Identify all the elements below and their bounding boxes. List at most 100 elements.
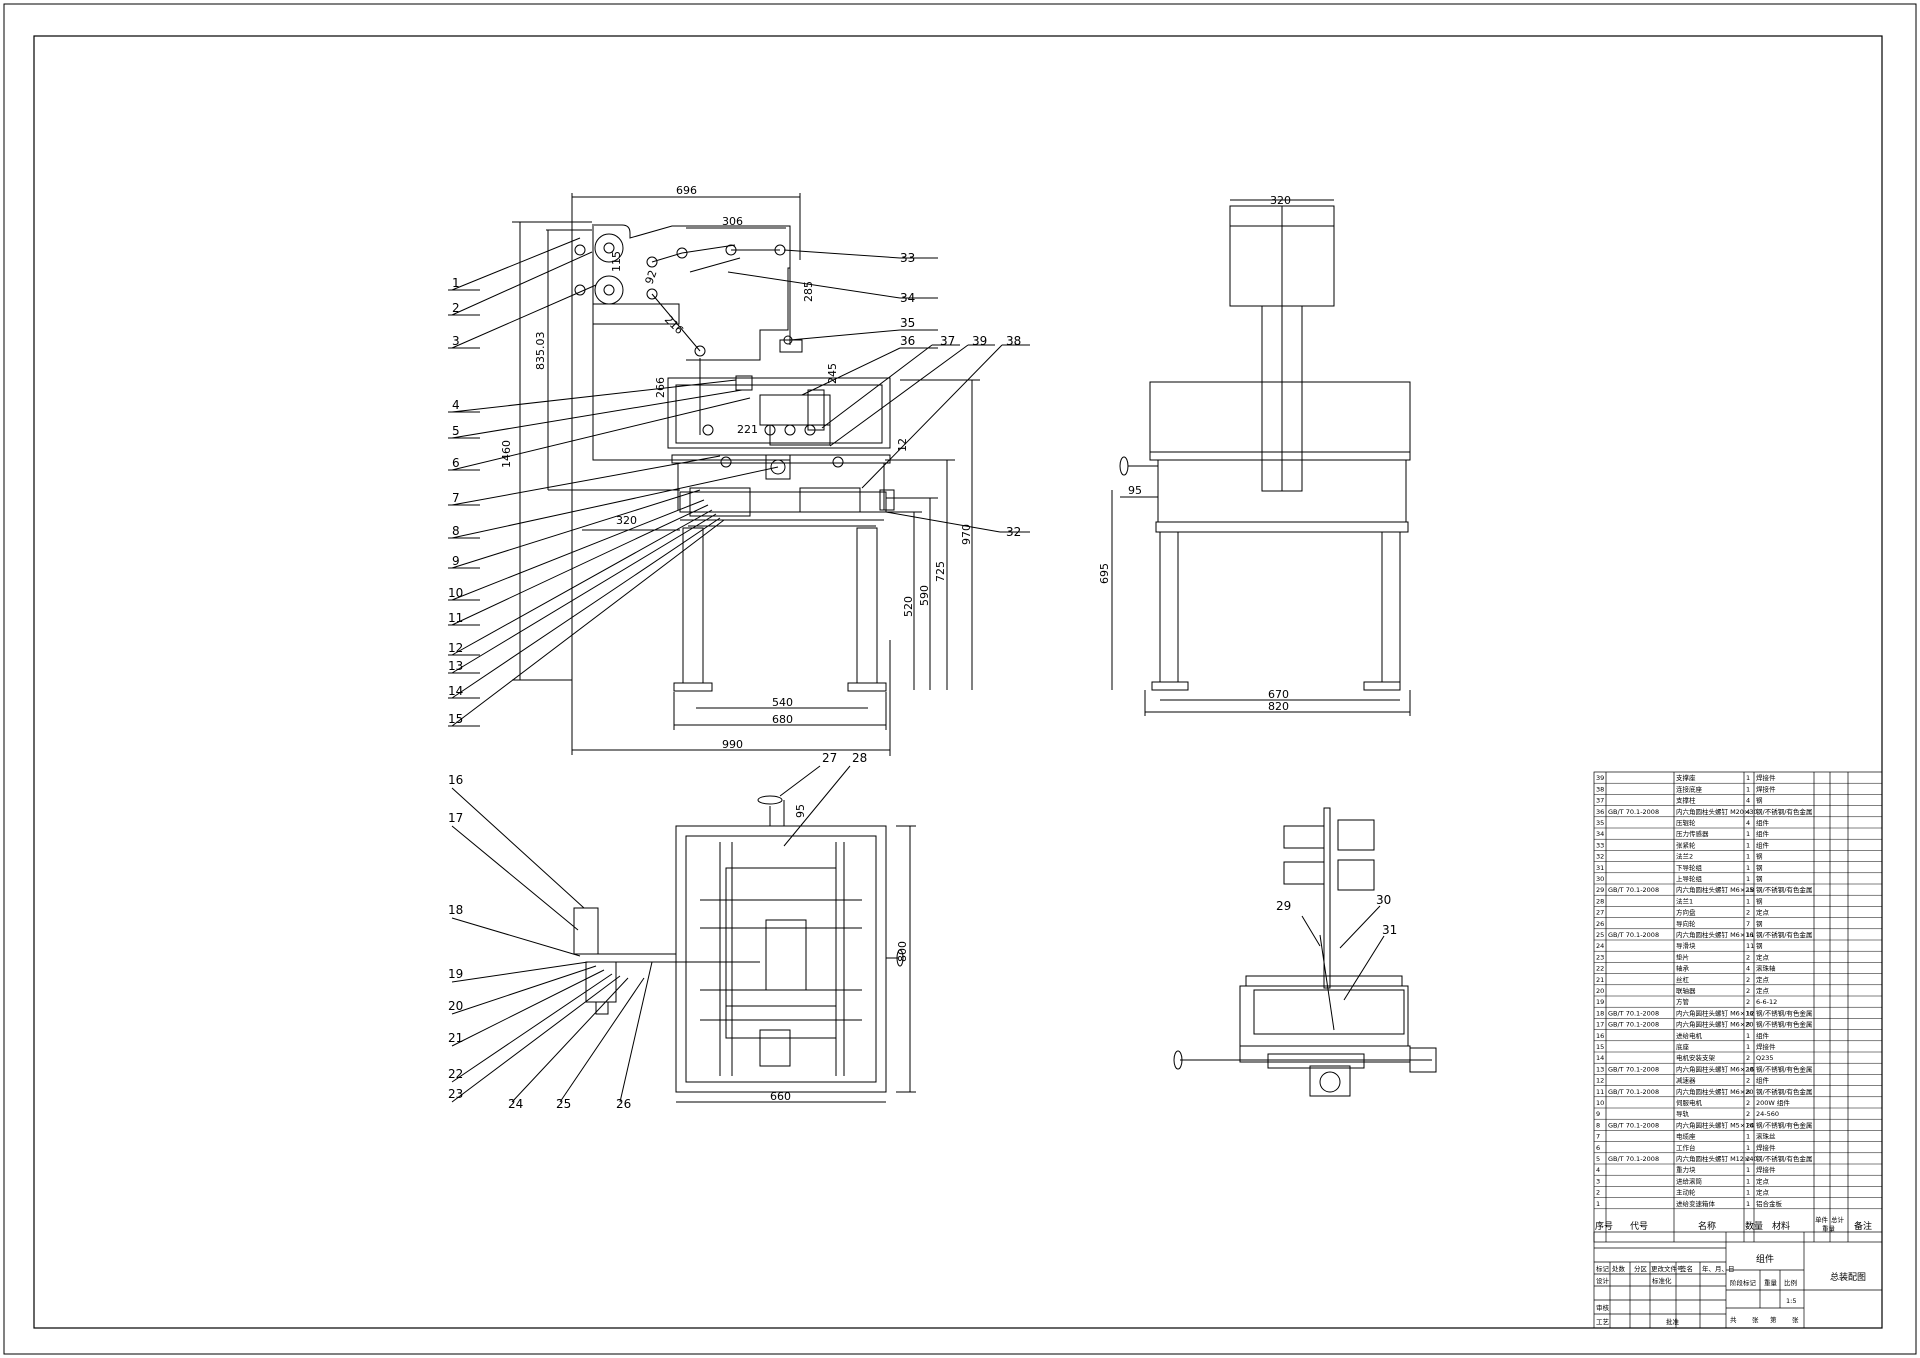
bom-cell-qty: 2 [1746, 909, 1750, 917]
dim-side-top-width: 320 [1270, 194, 1291, 207]
bom-cell-material: 钢/不锈钢/有色金属 [1756, 1120, 1812, 1129]
bom-cell-material: 钢 [1756, 853, 1763, 861]
bom-cell-material: 钢 [1756, 864, 1763, 872]
label-31: 31 [1382, 923, 1397, 937]
dim-side-inner-span: 670 [1268, 688, 1289, 701]
bom-cell-material: 定点 [1756, 975, 1770, 984]
bom-cell-no: 38 [1596, 785, 1604, 793]
bom-cell-material: 钢/不锈钢/有色金属 [1756, 1087, 1812, 1096]
bom-cell-qty: 1 [1746, 1133, 1750, 1141]
row-change-doc: 更改文件号 [1651, 1264, 1684, 1273]
bom-cell-qty: 2 [1746, 1155, 1750, 1163]
bom-cell-qty: 1 [1746, 841, 1750, 849]
bom-cell-qty: 1 [1746, 1032, 1750, 1040]
bom-cell-material: 6-6-12 [1756, 998, 1777, 1006]
label-17: 17 [448, 811, 463, 825]
dim-table-left: 320 [616, 514, 637, 527]
row-design: 设计 [1596, 1276, 1610, 1285]
bom-cell-name: 压辊轮 [1676, 818, 1696, 827]
row-standardize: 标准化 [1652, 1276, 1672, 1285]
bom-cell-no: 2 [1596, 1189, 1600, 1197]
bom-cell-name: 丝杠 [1676, 975, 1690, 984]
bom-cell-code: GB/T 70.1-2008 [1608, 808, 1659, 816]
row-check: 审核 [1596, 1303, 1610, 1312]
bom-cell-qty: 2 [1746, 1077, 1750, 1085]
bom-cell-name: 上导轮组 [1676, 874, 1703, 883]
bom-header-code: 代号 [1630, 1221, 1648, 1232]
bom-cell-code: GB/T 70.1-2008 [1608, 931, 1659, 939]
bom-cell-name: 内六角圆柱头螺钉 M6×20 [1676, 1087, 1754, 1096]
label-1: 1 [452, 276, 460, 290]
row-date: 年、月、日 [1702, 1264, 1735, 1273]
bom-cell-material: 200W 组件 [1756, 1098, 1790, 1107]
row-scale: 比例 [1784, 1278, 1797, 1287]
bom-cell-material: 定点 [1756, 1188, 1770, 1197]
label-7: 7 [452, 491, 460, 505]
bom-cell-material: 焊接件 [1756, 784, 1776, 793]
bom-cell-material: 铝合金板 [1756, 1199, 1783, 1208]
bom-cell-no: 33 [1596, 841, 1604, 849]
bom-cell-no: 9 [1596, 1110, 1600, 1118]
bom-header-unit-weight: 单件 [1815, 1215, 1829, 1224]
label-9: 9 [452, 554, 460, 568]
bom-cell-no: 13 [1596, 1065, 1604, 1073]
dim-total-height: 835.03 [534, 332, 547, 371]
bom-cell-name: 内六角圆柱头螺钉 M12×40 [1676, 1154, 1758, 1163]
bom-cell-material: 组件 [1756, 829, 1770, 838]
bom-cell-name: 内六角圆柱头螺钉 M20×30 [1676, 807, 1758, 816]
row-process: 工艺 [1596, 1318, 1610, 1326]
bom-cell-no: 22 [1596, 965, 1604, 973]
bom-cell-material: 钢 [1756, 797, 1763, 805]
label-35: 35 [900, 316, 915, 330]
label-38: 38 [1006, 334, 1021, 348]
dim-rail-span: 306 [722, 215, 743, 228]
bom-cell-qty: 11 [1746, 931, 1754, 939]
bom-cell-material: 定点 [1756, 1176, 1770, 1185]
bom-cell-name: 支撑柱 [1676, 796, 1696, 805]
bom-cell-material: 组件 [1756, 840, 1770, 849]
row-stage-mark: 阶段标记 [1730, 1278, 1757, 1287]
bom-cell-name: 内六角圆柱头螺钉 M6×16 [1676, 1008, 1754, 1017]
bom-cell-material: 定点 [1756, 908, 1770, 917]
dim-overall-width: 696 [676, 184, 697, 197]
bom-cell-qty: 24 [1746, 1121, 1754, 1129]
dim-roller-offset: 115 [610, 251, 623, 272]
bom-cell-name: 电缆座 [1676, 1132, 1696, 1141]
bom-cell-code: GB/T 70.1-2008 [1608, 1065, 1659, 1073]
bom-cell-material: 钢/不锈钢/有色金属 [1756, 1154, 1812, 1163]
bom-cell-no: 3 [1596, 1177, 1600, 1185]
bom-cell-material: 钢/不锈钢/有色金属 [1756, 1008, 1812, 1017]
dim-top-depth: 800 [896, 941, 909, 962]
bom-cell-no: 1 [1596, 1200, 1600, 1208]
bom-cell-material: 定点 [1756, 986, 1770, 995]
front-view-dimensions: 696 306 92 115 216 285 835.03 1460 266 2… [500, 184, 973, 751]
bom-cell-material: 焊接件 [1756, 773, 1776, 782]
bom-cell-no: 31 [1596, 864, 1604, 872]
dim-clearance: 12 [896, 438, 909, 452]
bom-cell-name: 方向盘 [1676, 908, 1696, 917]
bom-header-qty: 数量 [1745, 1220, 1763, 1232]
bom-cell-name: 支撑座 [1676, 773, 1696, 782]
label-29: 29 [1276, 899, 1291, 913]
bom-cell-code: GB/T 70.1-2008 [1608, 1021, 1659, 1029]
bom-cell-material: 钢/不锈钢/有色金属 [1756, 1020, 1812, 1029]
bom-cell-qty: 1 [1746, 875, 1750, 883]
bom-cell-qty: 1 [1746, 897, 1750, 905]
inner-border [33, 35, 1883, 1329]
bom-cell-no: 35 [1596, 819, 1604, 827]
label-19: 19 [448, 967, 463, 981]
dim-side-handle: 95 [1128, 484, 1142, 497]
label-18: 18 [448, 903, 463, 917]
label-39: 39 [972, 334, 987, 348]
dim-top-handle: 95 [794, 804, 807, 818]
bom-header-total-weight: 总计 [1831, 1215, 1845, 1224]
bom-cell-name: 进给变速箱体 [1676, 1199, 1716, 1208]
bom-cell-qty: 7 [1746, 920, 1750, 928]
bom-cell-name: 工作台 [1676, 1143, 1696, 1152]
dim-side-outer-span: 820 [1268, 700, 1289, 713]
bom-cell-no: 5 [1596, 1155, 1600, 1163]
bom-cell-name: 导向轮 [1676, 919, 1696, 928]
label-14: 14 [448, 684, 463, 698]
bom-cell-qty: 1 [1746, 1166, 1750, 1174]
detail-view-labels: 29 30 31 [1276, 893, 1397, 937]
